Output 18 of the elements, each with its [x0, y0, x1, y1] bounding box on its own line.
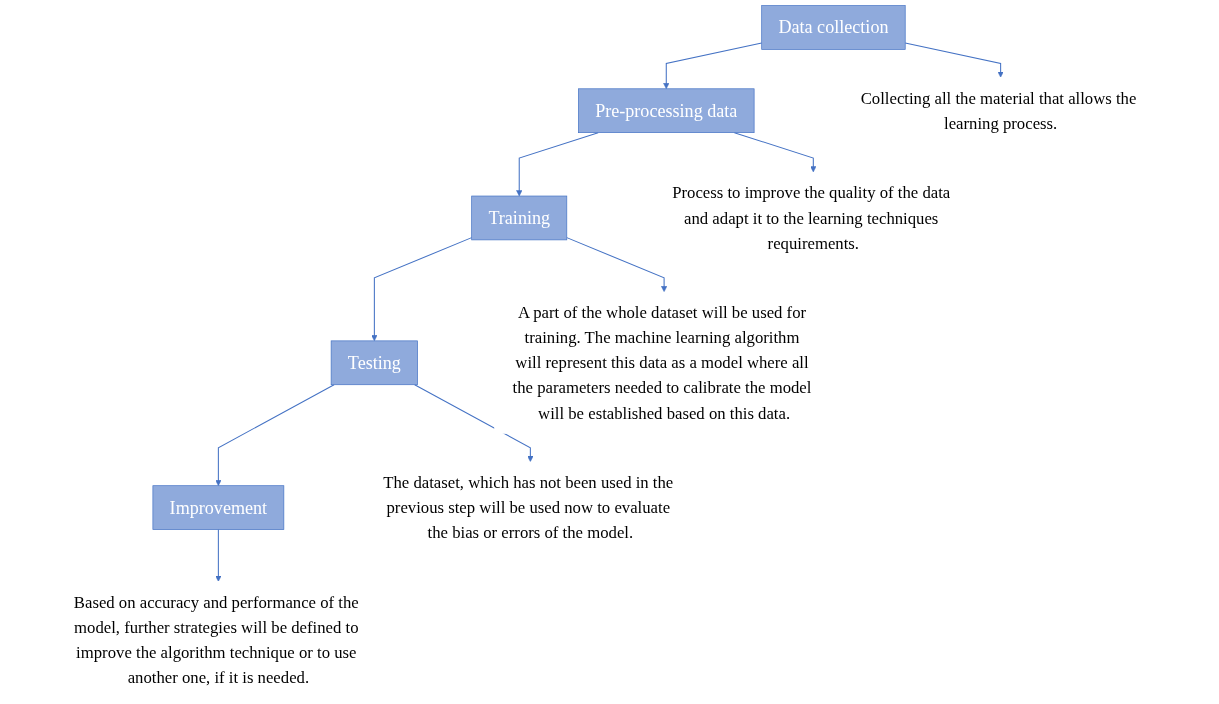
node-box: Data collection	[761, 5, 906, 50]
node-text: Based on accuracy and performance of the model, further strategies will be defined to improve the algorithm technique or to use another one, if it is needed.	[73, 593, 359, 687]
node-text: The dataset, which has not been used in the previous step will be used now to evaluate the bias or errors of the model.	[383, 473, 674, 542]
node-text: Process to improve the quality of the data and adapt it to the learning techniques requirements.	[672, 183, 951, 253]
node-box: Improvement	[152, 485, 285, 530]
arrow	[663, 42, 763, 90]
node-text: A part of the whole dataset will be used for training. The machine learning algorithm will represent this data as a model where all the parameters needed to calibrate the model will be established based on this data.	[512, 303, 812, 422]
node-box: Testing	[330, 340, 418, 386]
arrow	[566, 237, 668, 293]
arrow	[371, 237, 473, 342]
arrow	[414, 384, 534, 462]
node-text: Collecting all the material that allows the learning process.	[860, 89, 1137, 133]
node-box: Pre-processing data	[578, 88, 755, 133]
node-box: Training	[471, 195, 568, 241]
arrow	[904, 42, 1004, 78]
arrow	[215, 529, 222, 582]
arrow	[516, 132, 599, 197]
arrow	[215, 384, 335, 486]
